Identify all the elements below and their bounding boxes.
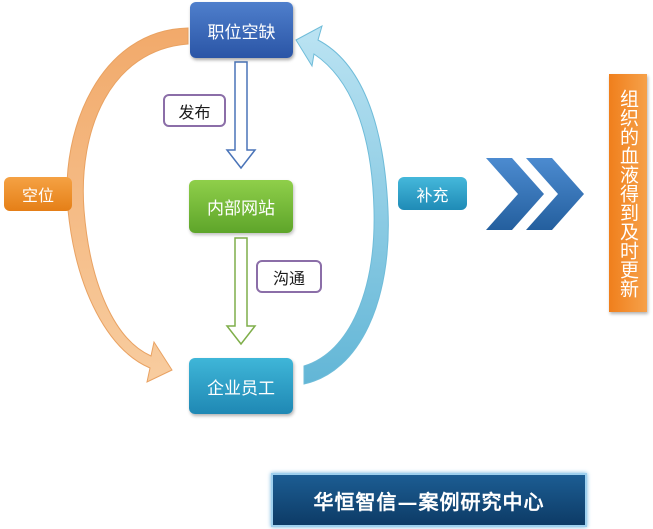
communicate-tag-label: 沟通 xyxy=(272,268,305,288)
organization-renewal-panel: 组织的血液得到及时更新 xyxy=(609,74,647,312)
organization-renewal-text: 组织的血液得到及时更新 xyxy=(617,88,639,298)
double-chevron-icon xyxy=(486,158,584,230)
vacancy-tag-label: 空位 xyxy=(21,186,54,205)
publish-tag-label: 发布 xyxy=(178,102,211,122)
vacancy-tag: 空位 xyxy=(4,177,72,211)
communicate-down-arrow xyxy=(225,237,257,346)
footer-banner: 华恒智信—案例研究中心 xyxy=(271,473,587,527)
node-employees-label: 企业员工 xyxy=(207,378,275,399)
node-employees: 企业员工 xyxy=(189,358,293,414)
node-job-vacancy-label: 职位空缺 xyxy=(207,22,276,43)
publish-tag: 发布 xyxy=(163,94,226,127)
vacancy-curved-arrow xyxy=(66,27,189,383)
supplement-curved-arrow xyxy=(295,24,389,385)
node-internal-website-label: 内部网站 xyxy=(207,199,275,219)
node-internal-website: 内部网站 xyxy=(189,180,293,233)
publish-down-arrow xyxy=(225,61,257,170)
supplement-tag-label: 补充 xyxy=(416,185,449,205)
footer-banner-text: 华恒智信—案例研究中心 xyxy=(313,489,545,514)
supplement-tag: 补充 xyxy=(398,177,467,210)
communicate-tag: 沟通 xyxy=(256,260,322,293)
node-job-vacancy: 职位空缺 xyxy=(190,2,293,58)
